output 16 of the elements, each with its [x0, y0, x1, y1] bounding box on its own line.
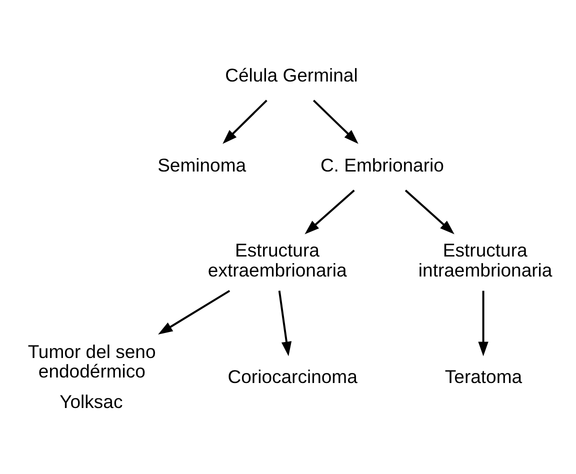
node-text: Célula Germinal: [225, 64, 358, 86]
node-text: Estructura intraembrionaria: [418, 239, 552, 280]
node-text: Estructura extraembrionaria: [208, 239, 347, 280]
arrow: [478, 290, 488, 356]
node-text: Teratoma: [444, 366, 522, 387]
node-text: C. Embrionario: [320, 154, 444, 176]
arrow: [278, 290, 292, 356]
arrow: [158, 290, 230, 334]
arrow: [304, 190, 355, 234]
node-text: Coriocarcinoma: [228, 366, 358, 387]
node-label: Yolksac: [60, 391, 123, 412]
node-text: Tumor del seno endodérmico: [28, 340, 156, 382]
arrow: [404, 190, 454, 234]
arrow: [222, 100, 268, 144]
node-text: Seminoma: [158, 154, 246, 176]
arrow: [312, 100, 358, 144]
